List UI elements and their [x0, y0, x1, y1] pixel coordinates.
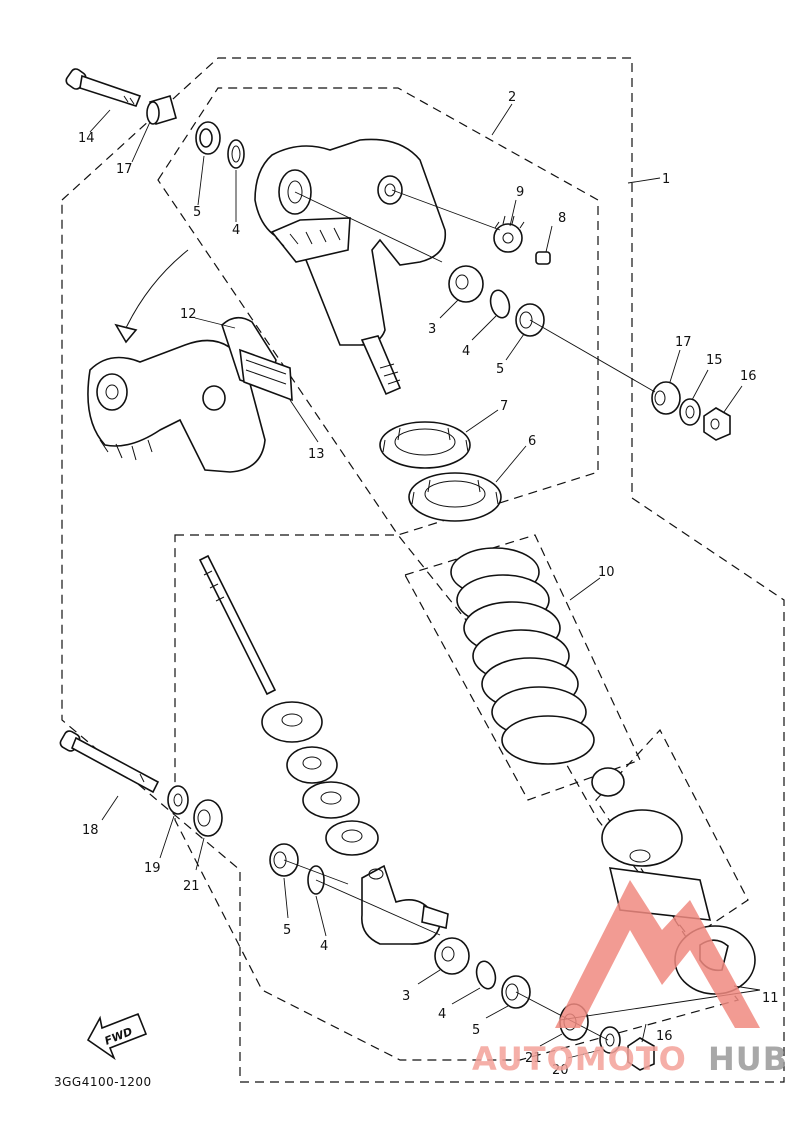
callout-3-upper: 3	[428, 322, 436, 337]
callout-10: 10	[598, 565, 615, 580]
nut-16-upper	[703, 407, 731, 441]
washer-20	[599, 1026, 621, 1054]
valve-stack	[261, 701, 379, 856]
callout-5-mid: 5	[496, 362, 504, 377]
callout-16-upper: 16	[740, 369, 757, 384]
alternate-body-view	[87, 339, 266, 473]
callout-5-lower: 5	[472, 1023, 480, 1038]
callout-6: 6	[528, 434, 536, 449]
washer-15	[679, 398, 701, 426]
nut-16-lower	[627, 1037, 655, 1071]
callout-16-lower: 16	[656, 1029, 673, 1044]
callout-12: 12	[180, 307, 197, 322]
automotohub-watermark: AUTOMOTO HUB	[472, 880, 788, 1078]
bush-5-upper	[195, 121, 221, 155]
shock-absorber-body-2	[254, 138, 447, 396]
damping-adjuster-9	[493, 215, 525, 253]
callout-4-lower: 4	[438, 1007, 446, 1022]
callout-15: 15	[706, 353, 723, 368]
callout-9: 9	[516, 185, 524, 200]
coil-spring-10	[450, 547, 595, 765]
callout-18: 18	[82, 823, 99, 838]
callout-5-lower-left: 5	[283, 923, 291, 938]
bearing-3-lower	[434, 937, 470, 975]
piston-rod	[198, 554, 277, 696]
callout-3-lower: 3	[402, 989, 410, 1004]
bolt-18	[59, 730, 160, 794]
bolt-14	[65, 68, 142, 107]
callout-21-left: 21	[183, 879, 200, 894]
view-arrow	[114, 249, 189, 344]
callout-labels: 1 2 14 17 5 4 9 8 3 4 5 12 13 17 15 16 7…	[78, 90, 779, 1078]
bearing-3-upper	[448, 265, 484, 303]
oil-seal-4-upper	[227, 139, 245, 169]
washer-19	[167, 785, 189, 815]
leader-lines	[89, 103, 761, 1059]
watermark-text-right: HUB	[708, 1040, 788, 1078]
callout-21-lower: 21	[525, 1051, 542, 1066]
watermark-logo-icon	[555, 880, 760, 1028]
callout-19: 19	[144, 861, 161, 876]
drawing-code: 3GG4100-1200	[54, 1075, 152, 1089]
circlip-4-upper	[489, 289, 511, 319]
label-plate-13	[239, 348, 293, 402]
ring-nut-7	[379, 421, 471, 469]
spring-seat-group	[591, 767, 712, 921]
callout-1: 1	[662, 172, 670, 187]
watermark-text-left: AUTOMOTO	[472, 1040, 687, 1078]
callout-4-upper: 4	[232, 223, 240, 238]
callout-2: 2	[508, 90, 516, 105]
callout-20: 20	[552, 1063, 569, 1078]
callout-5-upper: 5	[193, 205, 201, 220]
collar-17-upper	[146, 94, 177, 126]
fwd-arrow: FWD	[86, 1012, 148, 1061]
collar-21-left	[193, 799, 223, 837]
callout-17-upper: 17	[116, 162, 133, 177]
adjuster-ring-6	[408, 472, 502, 522]
callout-13: 13	[308, 447, 325, 462]
callout-4-mid: 4	[462, 344, 470, 359]
callout-14: 14	[78, 131, 95, 146]
lower-eye	[361, 864, 449, 945]
circlip-4-lower	[475, 960, 497, 990]
callout-7: 7	[500, 399, 508, 414]
screw-8	[535, 251, 551, 265]
collar-17-right	[651, 381, 681, 415]
callout-4-lower-left: 4	[320, 939, 328, 954]
callout-8: 8	[558, 211, 566, 226]
callout-17-right: 17	[675, 335, 692, 350]
callout-11: 11	[762, 991, 779, 1006]
